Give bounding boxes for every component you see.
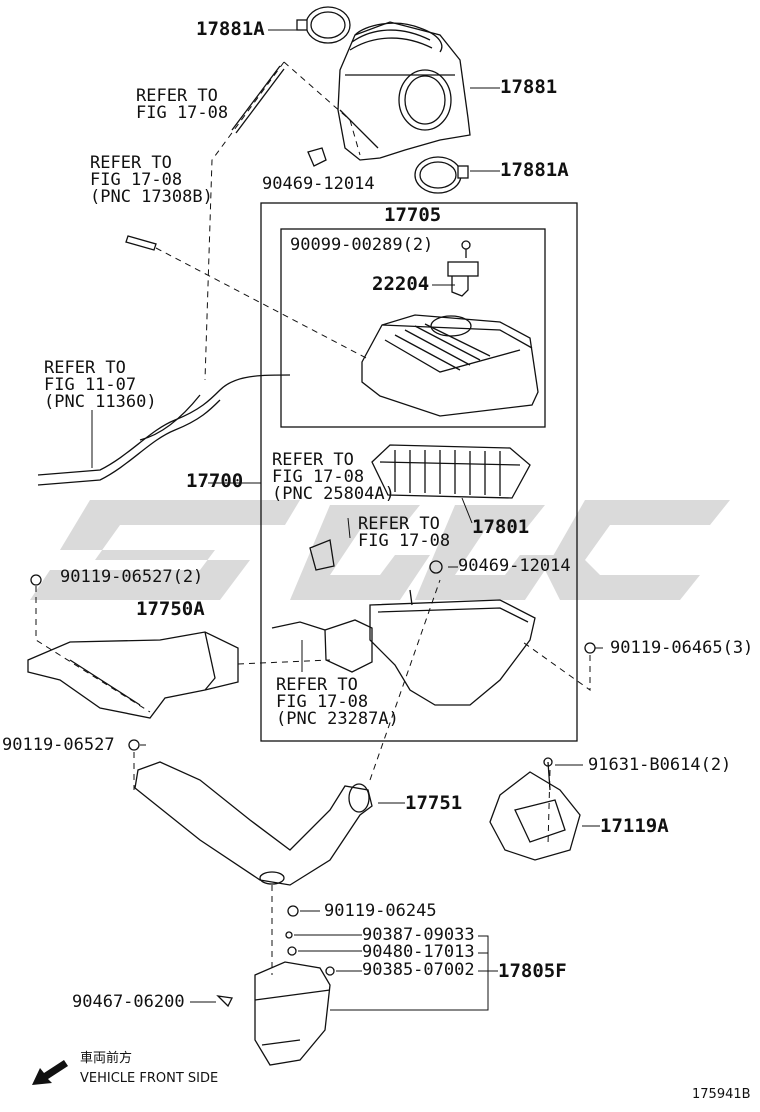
ref4-line2: FIG 17-08 [272, 467, 365, 487]
refer-to-block-2: REFER TO FIG 17-08 (PNC 17308B) [90, 155, 213, 206]
label-90467: 90467-06200 [72, 992, 185, 1012]
resonator-17805f [254, 961, 331, 1066]
screw-90119-06527-2 [30, 574, 42, 586]
wire-harness [37, 374, 291, 476]
ref6-line2: FIG 17-08 [276, 692, 369, 712]
label-17881: 17881 [500, 76, 558, 98]
hose-clamp-bottom [414, 156, 469, 194]
label-91631: 91631-B0614(2) [588, 755, 732, 775]
label-90385: 90385-07002 [362, 960, 475, 980]
washer-90387 [285, 931, 293, 939]
label-17750a: 17750A [136, 598, 205, 620]
assembly-box-17700 [260, 202, 578, 742]
bracket-17119a [489, 757, 581, 861]
assembly-box-17705 [280, 228, 546, 428]
label-90119-06245: 90119-06245 [324, 901, 437, 921]
figure-id: 175941B [692, 1087, 751, 1102]
ref4-line3: (PNC 25804A) [272, 484, 395, 504]
clip-90469-top [307, 147, 327, 167]
direction-arrow-icon [32, 1060, 68, 1085]
refer-to-block-4: REFER TO FIG 17-08 (PNC 25804A) [272, 452, 395, 503]
label-17751: 17751 [405, 792, 463, 814]
air-hose-17881 [337, 21, 471, 161]
label-90119-06465: 90119-06465(3) [610, 638, 754, 658]
refer-to-block-5: REFER TO FIG 17-08 [358, 516, 450, 550]
hose-clamp-top [296, 6, 351, 44]
ref3-line3: (PNC 11360) [44, 392, 157, 412]
watermark-logo [30, 500, 730, 600]
label-17881a-bottom: 17881A [500, 159, 569, 181]
hose-ref-top [231, 65, 281, 131]
label-17705: 17705 [384, 204, 442, 226]
ref6-line3: (PNC 23287A) [276, 709, 399, 729]
filter-element-17801 [371, 444, 531, 499]
label-90387: 90387-09033 [362, 925, 475, 945]
screw-90099 [461, 240, 471, 258]
ref4-line1: REFER TO [272, 450, 354, 470]
ref5-line2: FIG 17-08 [358, 531, 451, 551]
ref3-line2: FIG 11-07 [44, 375, 137, 395]
bracket-ref [309, 539, 335, 571]
label-90469-top: 90469-12014 [262, 174, 375, 194]
label-90469-mid: 90469-12014 [458, 556, 571, 576]
direction-label-en: VEHICLE FRONT SIDE [80, 1071, 219, 1086]
label-90119-06527-2: 90119-06527(2) [60, 567, 204, 587]
clip-90467 [216, 995, 233, 1008]
nut-90385 [325, 966, 335, 976]
inlet-pipe-17751 [134, 761, 373, 886]
label-17700: 17700 [186, 470, 244, 492]
washer-90480 [287, 946, 297, 956]
hose-ref-mid [125, 235, 157, 251]
sensor-22204 [447, 261, 479, 297]
label-90119-06527: 90119-06527 [2, 735, 115, 755]
refer-to-block-1: REFER TO FIG 17-08 [136, 88, 228, 122]
air-duct-17750a [27, 631, 239, 719]
refer-to-block-6: REFER TO FIG 17-08 (PNC 23287A) [276, 677, 399, 728]
label-90099: 90099-00289(2) [290, 235, 434, 255]
ref1-line1: REFER TO [136, 86, 218, 106]
screw-90119-06465 [584, 642, 596, 654]
air-cleaner-cap [361, 314, 539, 417]
label-17119a: 17119A [600, 815, 669, 837]
ref2-line3: (PNC 17308B) [90, 187, 213, 207]
ref2-line2: FIG 17-08 [90, 170, 183, 190]
screw-90119-06245 [287, 905, 299, 917]
label-17805f: 17805F [498, 960, 567, 982]
ref2-line1: REFER TO [90, 153, 172, 173]
ref5-line1: REFER TO [358, 514, 440, 534]
direction-label-jp: 車両前方 [80, 1051, 133, 1066]
label-90480: 90480-17013 [362, 942, 475, 962]
label-22204: 22204 [372, 273, 430, 295]
label-17801: 17801 [472, 516, 530, 538]
refer-to-block-3: REFER TO FIG 11-07 (PNC 11360) [44, 360, 157, 411]
label-17881a-top: 17881A [196, 18, 265, 40]
ref6-line1: REFER TO [276, 675, 358, 695]
ref3-line1: REFER TO [44, 358, 126, 378]
screw-90119-06527 [128, 739, 140, 751]
clip-90469-mid [429, 560, 443, 574]
ref1-line2: FIG 17-08 [136, 103, 229, 123]
